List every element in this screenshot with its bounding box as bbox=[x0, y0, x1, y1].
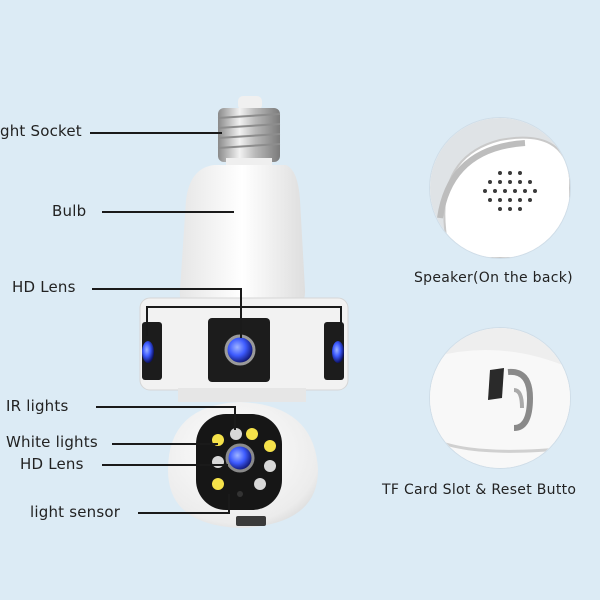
leader-lens-bracket-right bbox=[340, 306, 342, 336]
label-light-sensor: light sensor bbox=[30, 503, 121, 521]
tf-card-slot-icon bbox=[430, 328, 570, 468]
leader-hd-lens-top bbox=[92, 288, 242, 290]
leader-ir-lights bbox=[96, 406, 236, 408]
leader-ir-lights-drop bbox=[234, 406, 236, 430]
leader-lens-bracket bbox=[146, 306, 342, 308]
leader-hd-lens-bottom bbox=[102, 464, 228, 466]
caption-speaker: Speaker(On the back) bbox=[414, 270, 573, 286]
label-white-lights: White lights bbox=[6, 433, 98, 451]
label-socket: ght Socket bbox=[0, 122, 82, 140]
caption-tf-card: TF Card Slot & Reset Butto bbox=[382, 482, 577, 498]
leader-light-sensor-up bbox=[228, 494, 230, 514]
bulb-body bbox=[179, 165, 306, 308]
leader-hd-lens-top-drop bbox=[240, 288, 242, 338]
tf-card-inset bbox=[430, 328, 570, 468]
leader-bulb bbox=[102, 211, 234, 213]
leader-white-lights bbox=[112, 443, 218, 445]
camera-neck bbox=[178, 388, 306, 402]
speaker-grille-icon bbox=[430, 118, 570, 258]
label-ir-lights: IR lights bbox=[6, 397, 69, 415]
leader-socket bbox=[90, 132, 222, 134]
socket-thread bbox=[217, 96, 281, 168]
label-bulb: Bulb bbox=[52, 202, 87, 220]
leader-lens-bracket-left bbox=[146, 306, 148, 336]
speaker-inset bbox=[430, 118, 570, 258]
lens-ring bbox=[139, 297, 349, 391]
leader-light-sensor bbox=[138, 512, 228, 514]
label-hd-lens-top: HD Lens bbox=[12, 278, 76, 296]
camera-dome bbox=[168, 402, 318, 528]
label-hd-lens-bottom: HD Lens bbox=[20, 455, 84, 473]
